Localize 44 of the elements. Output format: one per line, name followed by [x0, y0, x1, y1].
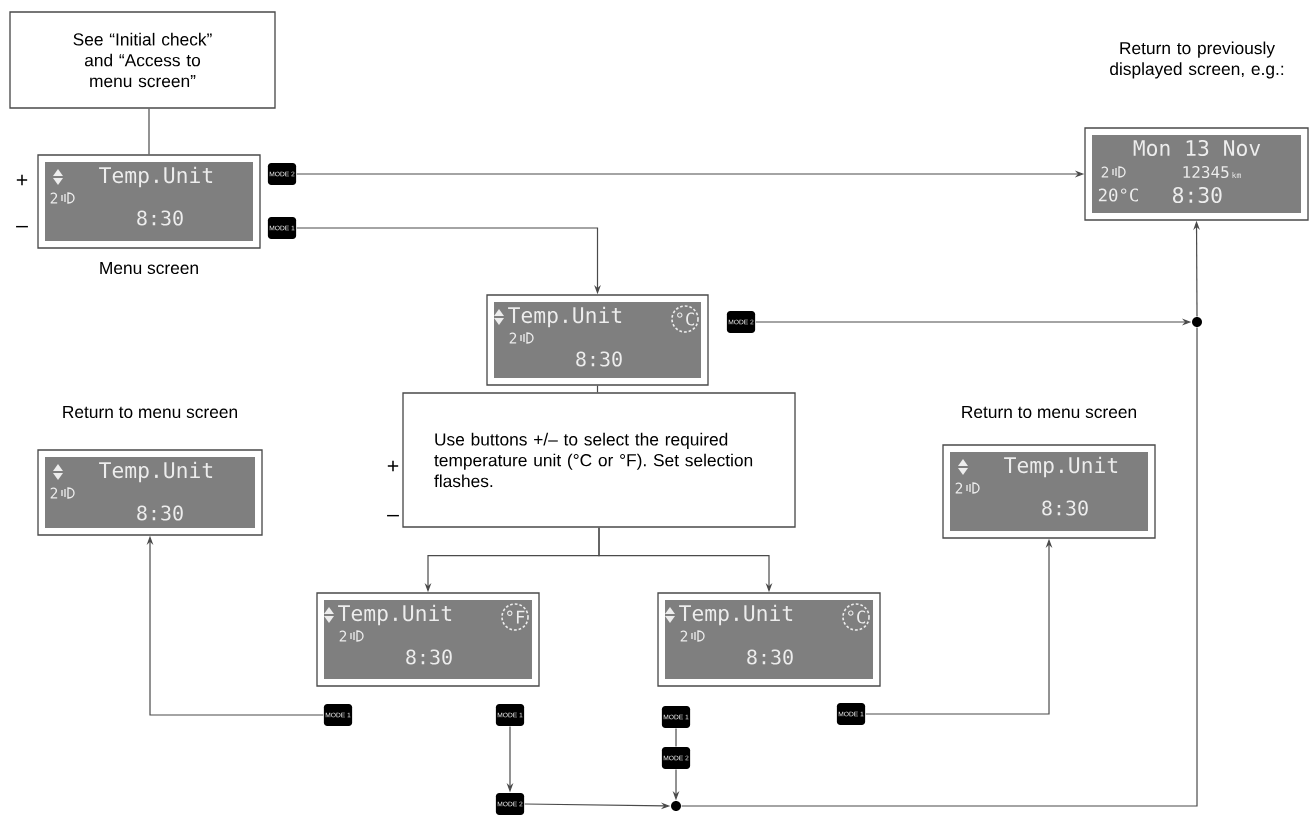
display-text: 2 — [955, 482, 963, 494]
button-sign: – — [16, 225, 28, 228]
button-sign: + — [16, 174, 28, 186]
display-text: 8:30 — [1172, 186, 1222, 204]
caption-text: Return to menu screen — [962, 405, 1136, 419]
display-text: Temp.Unit — [1004, 456, 1118, 478]
display-text: 2 — [1101, 166, 1109, 178]
lcd-screen — [316, 592, 540, 687]
flashing-unit: °C — [842, 603, 870, 631]
button-sign: + — [387, 460, 399, 472]
connector-line — [148, 108, 150, 155]
button-sign: – — [387, 514, 399, 517]
display-text: 2 — [50, 192, 58, 204]
flashing-unit: °F — [501, 603, 529, 631]
caption-text: Return to previously displayed screen, e.g.: — [1110, 41, 1284, 79]
display-text: Temp.Unit — [338, 604, 452, 626]
connector-line — [596, 385, 599, 393]
display-text: 2 — [50, 487, 58, 499]
lcd-screen — [486, 294, 709, 386]
display-text: 20°C — [1098, 188, 1138, 202]
connector-line — [675, 728, 677, 747]
display-text: 8:30 — [406, 649, 452, 665]
display-text: 8:30 — [576, 351, 622, 367]
display-text: 2 — [509, 332, 517, 344]
display-text: Temp.Unit — [508, 306, 622, 328]
display-text: Temp.Unit — [99, 461, 213, 483]
lcd-screen — [657, 592, 881, 687]
display-text: 8:30 — [137, 210, 183, 226]
display-text: Temp.Unit — [99, 166, 213, 188]
caption-text: Menu screen — [100, 261, 198, 275]
display-text: Temp.Unit — [679, 604, 793, 626]
display-text: 8:30 — [747, 649, 793, 665]
connector-line — [681, 327, 1198, 807]
display-text: 2 — [339, 630, 347, 642]
display-text: 2 — [680, 630, 688, 642]
display-text: 12345 — [1183, 165, 1229, 179]
instruction-box: Use buttons +/– to select the required temperature unit (°C or °F). Set selection flashes. — [402, 392, 796, 528]
note-box: See “Initial check” and “Access to menu screen” — [9, 11, 276, 109]
display-text: 8:30 — [1042, 500, 1088, 516]
display-text: 8:30 — [137, 505, 183, 521]
caption-text: Return to menu screen — [63, 405, 237, 419]
flashing-unit: °C — [671, 305, 699, 333]
display-text: km — [1232, 171, 1241, 179]
display-text: Mon 13 Nov — [1133, 139, 1261, 157]
